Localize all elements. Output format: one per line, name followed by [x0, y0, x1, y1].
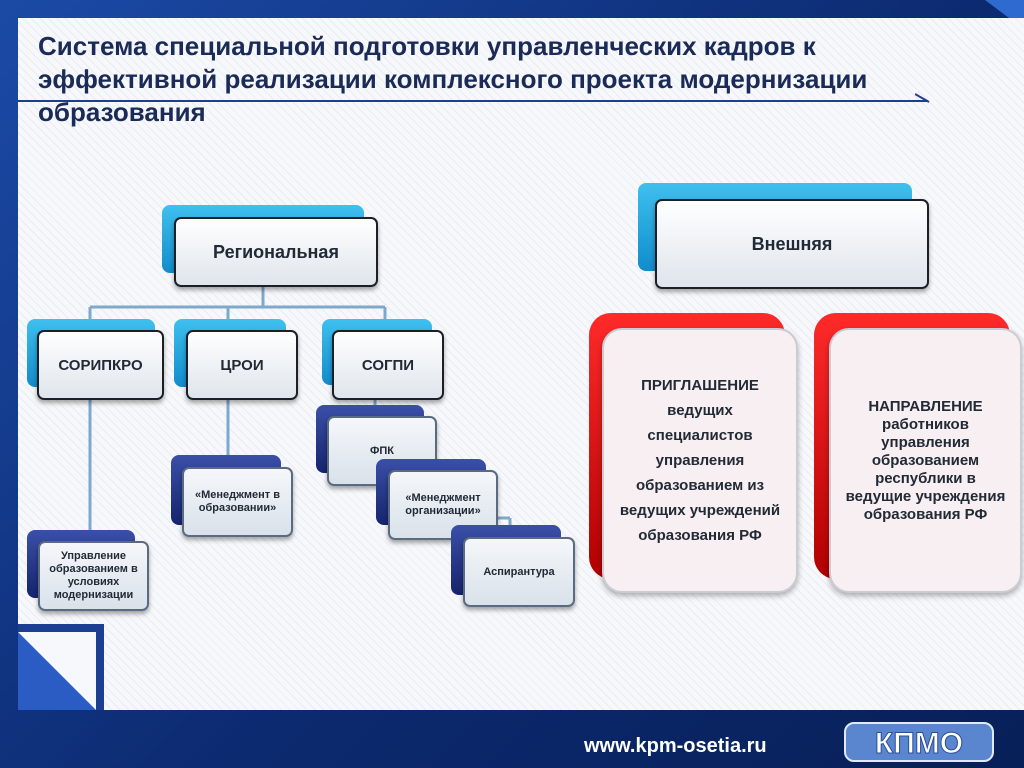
corner-decoration-bottom-left: [18, 624, 104, 710]
croi-program-box: «Менеджмент в образовании»: [182, 467, 293, 537]
external-label: Внешняя: [751, 233, 833, 254]
invitation-text: ПРИГЛАШЕНИЕ ведущих специалистов управле…: [619, 377, 781, 544]
kpmo-logo-text: КПМО: [875, 727, 963, 760]
soripkro-program-label: Управление образованием в условиях модер…: [49, 550, 138, 601]
regional-label: Региональная: [213, 241, 339, 262]
croi-box: ЦРОИ: [186, 330, 298, 400]
sogpi-label: СОГПИ: [361, 356, 415, 374]
soripkro-label: СОРИПКРО: [58, 356, 143, 374]
title-underline-arrow: [915, 93, 930, 103]
soripkro-box: СОРИПКРО: [37, 330, 164, 400]
sogpi-management-label: «Менеджмент организации»: [405, 492, 481, 517]
external-box: Внешняя: [655, 199, 929, 289]
soripkro-program-box: Управление образованием в условиях модер…: [38, 541, 149, 611]
invitation-box: ПРИГЛАШЕНИЕ ведущих специалистов управле…: [602, 328, 798, 593]
regional-box: Региональная: [174, 217, 378, 287]
aspirantura-box: Аспирантура: [463, 537, 575, 607]
croi-label: ЦРОИ: [220, 356, 264, 374]
corner-decoration-top-right: [985, 0, 1024, 18]
aspirantura-label: Аспирантура: [483, 566, 555, 578]
direction-text: НАПРАВЛЕНИЕ работников управления образо…: [845, 397, 1006, 523]
footer-url[interactable]: www.kpm-osetia.ru: [584, 735, 767, 757]
slide-title: Система специальной подготовки управленч…: [38, 31, 868, 127]
title-underline: [18, 100, 928, 102]
sogpi-box: СОГПИ: [332, 330, 444, 400]
sogpi-management-box: «Менеджмент организации»: [388, 470, 498, 540]
fpk-label: ФПК: [369, 445, 394, 457]
direction-box: НАПРАВЛЕНИЕ работников управления образо…: [829, 328, 1022, 593]
kpmo-logo: КПМО: [844, 722, 994, 762]
croi-program-label: «Менеджмент в образовании»: [194, 489, 281, 514]
